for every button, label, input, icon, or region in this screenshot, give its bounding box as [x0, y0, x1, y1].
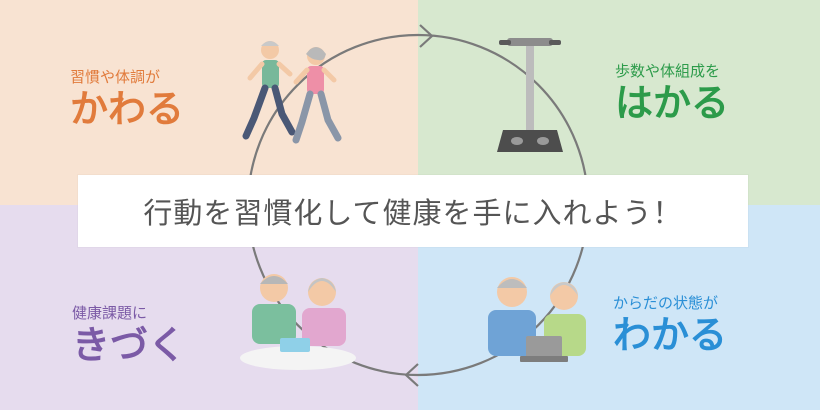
label-bottom-right-big: わかる: [613, 313, 728, 357]
label-top-right-big: はかる: [615, 81, 730, 125]
label-top-right: 歩数や体組成を はかる: [615, 62, 729, 126]
label-bottom-right: からだの状態が わかる: [613, 294, 727, 358]
body-composition-scale-illustration: [497, 38, 563, 152]
quadrant-top-right: [418, 0, 820, 205]
label-top-right-small: 歩数や体組成を: [615, 62, 721, 80]
couple-at-table-illustration: [240, 274, 356, 370]
label-top-left-big: かわる: [70, 87, 185, 131]
arrow-head-bottom: [404, 363, 419, 387]
quadrant-top-left: [0, 0, 418, 205]
arrow-head-top: [419, 24, 434, 48]
label-bottom-left: 健康課題に きづく: [72, 304, 186, 368]
label-top-left: 習慣や体調が かわる: [70, 68, 184, 132]
walking-couple-illustration: [242, 41, 342, 144]
label-top-left-small: 習慣や体調が: [70, 68, 161, 86]
label-bottom-left-small: 健康課題に: [72, 304, 148, 322]
label-bottom-left-big: きづく: [72, 323, 187, 367]
banner-text: 行動を習慣化して健康を手に入れよう！: [143, 196, 683, 230]
couple-with-laptop-illustration: [488, 277, 586, 362]
label-bottom-right-small: からだの状態が: [613, 294, 719, 312]
center-banner: 行動を習慣化して健康を手に入れよう！: [78, 175, 748, 247]
